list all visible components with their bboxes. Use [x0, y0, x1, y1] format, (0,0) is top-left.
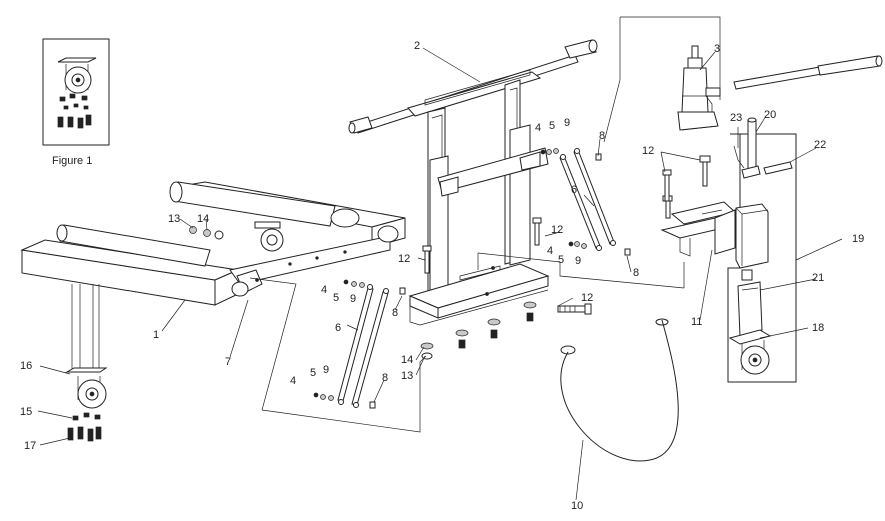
callout-10: 10 — [571, 500, 583, 512]
caster-wheel-figure-1 — [57, 57, 97, 129]
callout-6: 6 — [571, 184, 577, 196]
roller-rear — [169, 181, 360, 228]
callout-1: 1 — [153, 329, 159, 341]
base-washers — [420, 301, 537, 360]
callout-7: 7 — [225, 356, 231, 368]
callout-19: 19 — [852, 233, 864, 245]
callout-2: 2 — [414, 40, 420, 52]
callout-9: 9 — [564, 117, 570, 129]
link-arm-part-6-lower — [337, 284, 389, 408]
callout-12: 12 — [551, 224, 563, 236]
roller-front — [56, 224, 211, 267]
callout-14: 14 — [401, 354, 413, 366]
callout-12: 12 — [581, 292, 593, 304]
frame-base-part-1 — [20, 181, 406, 306]
callout-6: 6 — [335, 322, 341, 334]
bolt-part-12-right-upper — [699, 155, 711, 187]
callout-23: 23 — [730, 112, 742, 124]
bolt-part-12-mid — [532, 217, 542, 246]
callout-8: 8 — [392, 307, 398, 319]
callout-13: 13 — [401, 370, 413, 382]
callout-9: 9 — [575, 255, 581, 267]
fastener-row-upper-right — [540, 148, 631, 256]
caster-box-part-19 — [727, 117, 797, 383]
handle-upright-part-2 — [348, 39, 598, 326]
fastener-row-lower-left — [313, 279, 406, 409]
bolt-set-parts-15-17 — [67, 412, 102, 442]
callout-14: 14 — [197, 213, 209, 225]
callout-3: 3 — [714, 43, 720, 55]
washer-set-13-14-upper — [189, 226, 224, 240]
callout-8: 8 — [633, 267, 639, 279]
callout-21: 21 — [812, 272, 824, 284]
bolt-part-12-center — [422, 245, 432, 274]
callout-labels: 1 2 3 4 5 9 8 6 12 4 5 9 8 12 12 12 13 1… — [20, 40, 864, 512]
callout-9: 9 — [350, 293, 356, 305]
callout-4: 4 — [321, 284, 327, 296]
callout-5: 5 — [333, 292, 339, 304]
callout-leader-lines — [37, 47, 843, 501]
callout-11: 11 — [691, 316, 702, 328]
callout-8: 8 — [599, 130, 605, 142]
callout-15: 15 — [20, 406, 32, 418]
lift-saddle-part-11 — [660, 195, 737, 257]
callout-4: 4 — [290, 375, 296, 387]
figure-caption: Figure 1 — [52, 155, 92, 167]
callout-12: 12 — [642, 145, 654, 157]
callout-13: 13 — [168, 213, 180, 225]
callout-4: 4 — [547, 245, 553, 257]
bracket-part-7 — [231, 269, 263, 297]
callout-5: 5 — [558, 254, 564, 266]
callout-20: 20 — [764, 109, 776, 121]
callout-18: 18 — [812, 322, 824, 334]
callout-4: 4 — [535, 122, 541, 134]
bolt-part-12-right-lower — [662, 169, 672, 202]
callout-16: 16 — [20, 360, 32, 372]
bolt-part-12-lower — [557, 303, 592, 315]
callout-12: 12 — [398, 253, 410, 265]
callout-8: 8 — [382, 372, 388, 384]
callout-9: 9 — [323, 364, 329, 376]
callout-5: 5 — [549, 120, 555, 132]
link-arm-part-6-upper — [559, 148, 616, 251]
callout-5: 5 — [310, 367, 316, 379]
callout-17: 17 — [24, 440, 36, 452]
figure-1-inset: Figure 1 — [42, 38, 110, 167]
grouping-lines — [249, 16, 721, 433]
caster-wheel-part-16 — [65, 284, 108, 409]
callout-22: 22 — [814, 139, 826, 151]
hydraulic-jack-part-3 — [677, 45, 883, 131]
frame-mounted-caster — [254, 221, 284, 252]
safety-cable-part-10 — [560, 318, 679, 462]
